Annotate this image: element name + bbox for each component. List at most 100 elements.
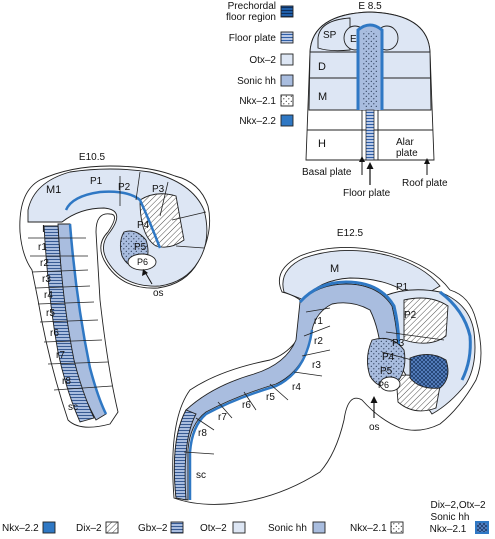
e105-diagram: E10.5 [19,152,211,428]
e105-label-p2: P2 [118,182,131,193]
e125-label-p4: P4 [382,352,395,363]
e105-label-p6: P6 [137,257,148,267]
swatch-floor-plate [280,31,294,44]
legend-label-prechordal-line2: floor region [226,12,276,23]
bottom-swatch-sonic-hh [312,521,326,534]
swatch-nkx22 [280,114,294,127]
e85-title: E 8.5 [358,1,382,12]
e85-label-roof-plate: Roof plate [402,178,448,189]
e105-label-r5: r5 [46,308,55,319]
e125-label-sc: sc [196,470,206,481]
bottom-swatch-gbx2 [170,521,184,534]
e125-midbrain-otx [282,250,441,301]
bottom-legend-label-gbx2: Gbx–2 [138,523,168,534]
legend-label-nkx21: Nkx–2.1 [239,96,276,107]
e85-label-basal-plate: Basal plate [302,167,352,178]
bottom-swatch-combo [475,521,489,534]
e85-label-d: D [318,61,326,73]
e85-label-h: H [318,138,326,150]
e105-segment-lines [28,171,207,391]
legend-label-nkx22: Nkx–2.2 [239,116,276,127]
e125-diagram: E12.5 [172,228,482,505]
e125-label-r2: r2 [314,336,323,347]
bottom-legend-item-sonic-hh: Sonic hh [268,521,326,534]
e85-floor-arrow [366,162,374,185]
e105-label-p5: P5 [134,242,147,253]
bottom-legend-item-gbx2: Gbx–2 [138,521,184,534]
bottom-legend-combo-line1: Dix–2,Otx–2 [430,500,485,511]
e125-segment-lines [183,307,445,455]
swatch-sonic-hh [280,74,294,87]
bottom-legend-label-otx2: Otx–2 [200,523,227,534]
e105-nkx22-line [68,223,108,415]
e105-label-p4: P4 [137,220,150,231]
bottom-legend-combo-line3: Nkx–2.1 [430,524,467,535]
e105-label-m1: M1 [46,184,61,196]
legend-label-prechordal-line1: Prechordal [228,1,276,12]
e125-label-m: M [330,263,339,275]
bottom-legend-item-nkx21: Nkx–2.1 [350,521,404,534]
bottom-legend-label-nkx22: Nkx–2.2 [2,523,39,534]
e85-label-sp: SP [323,30,337,41]
e105-label-r3: r3 [42,274,51,285]
e105-optic-stalk [127,253,157,271]
e105-label-p1: P1 [90,176,103,187]
e125-nkx22-forebrain [439,290,472,381]
e105-label-os: os [153,288,164,299]
e105-label-sc: sc [68,402,78,413]
bottom-swatch-nkx22 [42,521,56,534]
e125-combo-region [409,354,449,389]
e85-nkx22-band [356,23,384,110]
e85-label-e: E [350,34,357,45]
e85-alar-line1: Alar [396,137,414,148]
e105-label-r6: r6 [50,328,59,339]
e105-label-r7: r7 [56,350,65,361]
e125-os-arrow [370,396,378,418]
legend-label-floor-plate: Floor plate [229,33,277,44]
e85-basal-arrow [359,156,365,175]
bottom-swatch-dix2 [105,521,119,534]
e105-os-arrow [142,269,153,285]
e125-title: E12.5 [337,228,364,239]
e105-label-r8: r8 [62,376,71,387]
e85-alar-line2: plate [396,148,418,159]
e105-nkx22-forebrain [64,190,162,249]
legend-item-floor-plate: Floor plate [229,31,294,44]
legend-item-nkx22: Nkx–2.2 [239,114,294,127]
bottom-legend-item-combo: Dix–2,Otx–2 Sonic hh Nkx–2.1 [430,500,489,535]
bottom-swatch-otx2 [232,521,246,534]
e125-label-r6: r6 [242,400,251,411]
legend-item-nkx21: Nkx–2.1 [239,94,294,107]
e125-label-p5: P5 [380,366,393,377]
legend-item-sonic-hh: Sonic hh [237,74,294,87]
e125-label-p3: P3 [392,338,405,349]
e125-label-p2: P2 [404,310,417,321]
legend-label-otx2: Otx–2 [249,55,276,66]
e105-label-p3: P3 [152,184,165,195]
bottom-legend-label-nkx21: Nkx–2.1 [350,523,387,534]
legend-item-prechordal: Prechordal floor region [226,1,294,23]
e125-label-p6: P6 [378,380,389,390]
top-legend: Prechordal floor region Floor plate Otx–… [226,1,294,127]
e85-diagram: E 8.5 SP E D M H Alar plate [302,1,448,199]
bottom-legend-item-dix2: Dix–2 [76,521,119,534]
e85-label-floor-plate: Floor plate [343,188,391,199]
bottom-legend-label-sonic-hh: Sonic hh [268,523,307,534]
e125-label-os: os [369,422,380,433]
e105-dix2-region [139,193,185,248]
e125-label-r3: r3 [312,360,321,371]
e125-label-r7: r7 [218,412,227,423]
e125-dix2-region [403,297,449,344]
e125-nkx22-basal [188,329,314,500]
swatch-otx2 [280,53,294,66]
swatch-nkx21 [280,94,294,107]
e85-sp-region [317,17,351,52]
bottom-legend-item-nkx22: Nkx–2.2 [2,521,56,534]
swatch-prechordal [280,5,294,18]
e105-label-r2: r2 [40,258,49,269]
e105-label-i: I [42,224,45,235]
e85-label-m: M [318,91,327,103]
e105-label-r4: r4 [44,290,53,301]
e85-nkx21-core [362,31,378,108]
